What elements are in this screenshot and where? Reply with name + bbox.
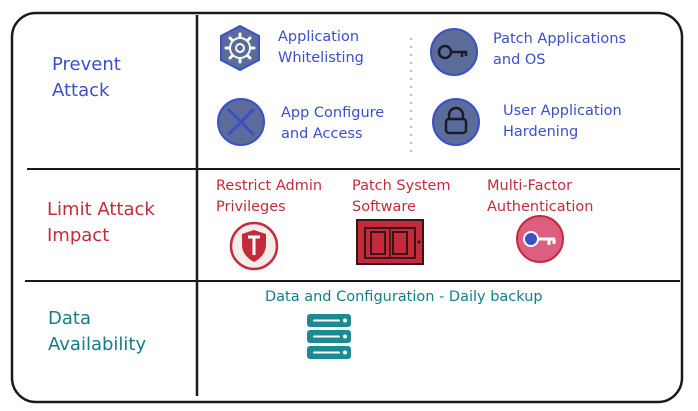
item-label: Authentication [487, 199, 594, 215]
category-line: Data [48, 308, 91, 329]
item-app-configure: App Configure and Access [281, 103, 384, 145]
category-line: Availability [48, 334, 147, 355]
window-icon [356, 219, 424, 265]
item-label: User Application [503, 103, 622, 119]
item-data-configuration-backup: Data and Configuration - Daily backup [265, 287, 543, 308]
item-label: Privileges [216, 199, 286, 215]
category-limit-attack-impact: Limit Attack Impact [47, 197, 155, 249]
key-icon [516, 215, 564, 263]
item-patch-applications: Patch Applications and OS [493, 29, 626, 71]
item-label: Software [352, 199, 416, 215]
category-line: Impact [47, 225, 110, 246]
category-line: Attack [52, 80, 110, 101]
item-label: and OS [493, 52, 546, 68]
category-data-availability: Data Availability [48, 306, 146, 358]
item-label: Data and Configuration - Daily backup [265, 289, 543, 305]
outer-border [10, 11, 684, 404]
item-label: App Configure [281, 105, 385, 121]
item-user-application-hardening: User Application Hardening [503, 101, 622, 143]
item-application-whitelisting: Application Whitelisting [278, 27, 364, 69]
server-icon [307, 314, 351, 359]
gear-icon [220, 24, 260, 72]
item-label: Whitelisting [278, 50, 364, 66]
item-label: Patch Applications [493, 31, 627, 47]
item-label: Application [278, 29, 360, 45]
item-label: Restrict Admin [216, 178, 323, 194]
category-line: Limit Attack [47, 199, 155, 220]
key-icon [430, 28, 478, 76]
category-line: Prevent [52, 54, 121, 75]
item-label: Hardening [503, 124, 579, 140]
lock-icon [432, 98, 480, 146]
item-label: Patch System [352, 178, 451, 194]
x-icon [217, 98, 265, 146]
item-label: Multi-Factor [487, 178, 573, 194]
item-restrict-admin-privileges: Restrict Admin Privileges [216, 176, 322, 218]
item-patch-system-software: Patch System Software [352, 176, 451, 218]
category-prevent-attack: Prevent Attack [52, 52, 121, 104]
item-label: and Access [281, 126, 363, 142]
item-multi-factor-authentication: Multi-Factor Authentication [487, 176, 593, 218]
shield-icon [229, 221, 279, 271]
